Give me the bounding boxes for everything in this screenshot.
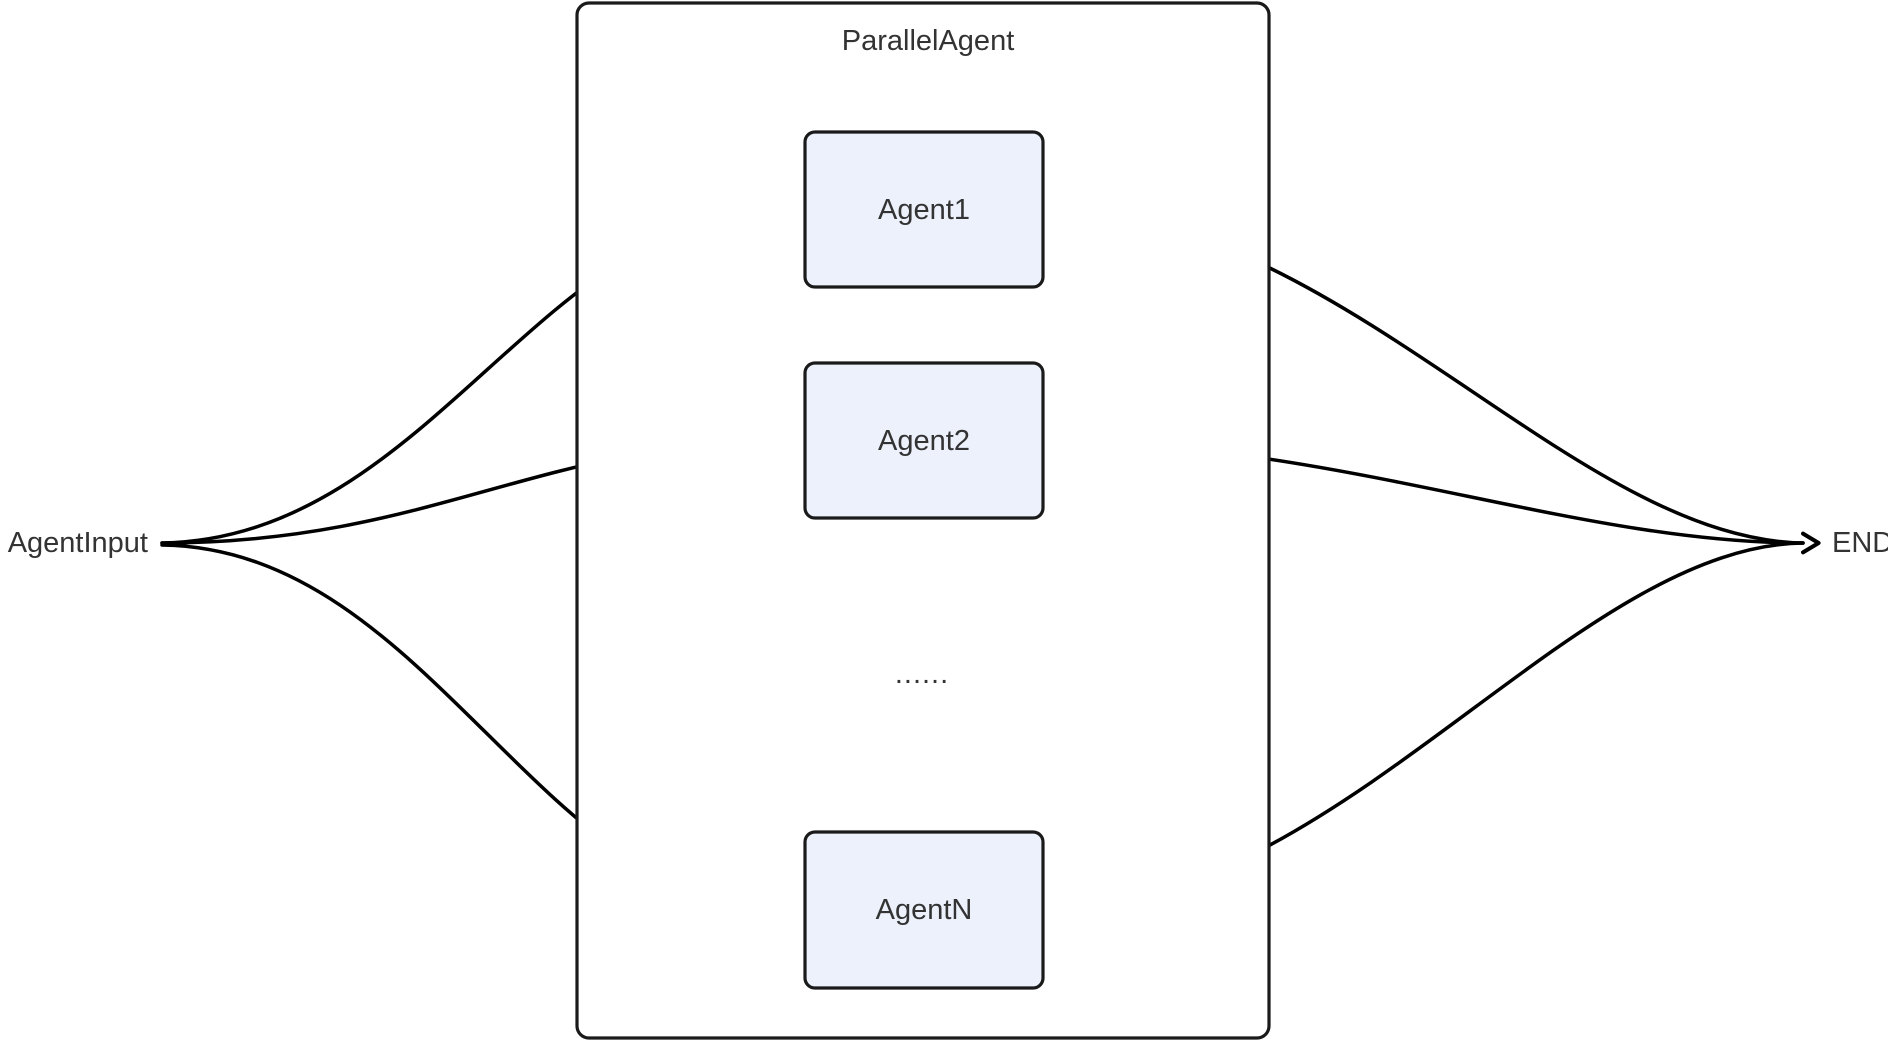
agent2-label: Agent2 <box>878 425 970 457</box>
agent-node-agent1: Agent1 <box>803 130 1045 289</box>
agentn-label: AgentN <box>876 894 973 926</box>
agent2-box <box>803 361 1045 520</box>
agent-node-agent2: Agent2 <box>803 361 1045 520</box>
agentn-box <box>803 830 1045 990</box>
agent1-label: Agent1 <box>878 194 970 226</box>
end-node-label: END <box>1832 527 1888 559</box>
agents-ellipsis: ...... <box>895 658 949 690</box>
agent-node-agentn: AgentN <box>803 830 1045 990</box>
parallel-agent-container-border <box>575 1 1271 1040</box>
agent1-box <box>803 130 1045 289</box>
parallel-agent-title: ParallelAgent <box>842 25 1015 57</box>
parallel-agent-container: ParallelAgent <box>575 1 1271 1040</box>
input-node-label: AgentInput <box>8 527 148 559</box>
